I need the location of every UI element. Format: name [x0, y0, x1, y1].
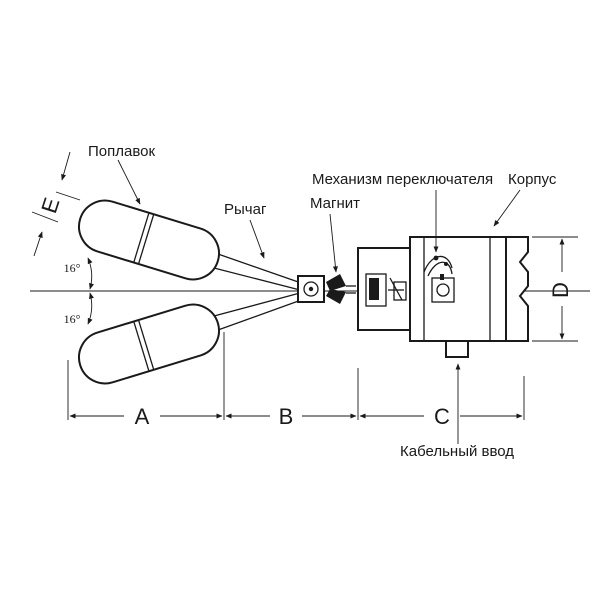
- leader-magnet: [329, 213, 338, 273]
- dimension-d: D: [548, 238, 573, 340]
- leader-housing: [493, 189, 521, 227]
- label-cable-entry: Кабельный ввод: [400, 443, 514, 460]
- dimension-c: C: [359, 404, 523, 429]
- lower-float: [78, 303, 220, 385]
- dimension-a: A: [69, 404, 223, 429]
- dimension-b-label: B: [279, 404, 294, 429]
- label-housing: Корпус: [508, 171, 557, 188]
- dimension-c-label: C: [434, 404, 450, 429]
- cable-entry-gland: [445, 340, 469, 358]
- upper-float: [78, 199, 220, 281]
- angle-lower-label: 16°: [64, 312, 81, 326]
- dimension-e-label: E: [36, 195, 64, 217]
- leader-float: [117, 159, 141, 205]
- label-switch-mechanism: Механизм переключателя: [312, 171, 493, 188]
- angle-marks: 16° 16°: [64, 257, 94, 326]
- angle-upper-label: 16°: [64, 261, 81, 275]
- leader-lever: [249, 219, 265, 259]
- dimension-e: E: [31, 151, 81, 257]
- dimension-b: B: [225, 404, 357, 429]
- upper-lever: [213, 253, 305, 291]
- label-magnet: Магнит: [310, 195, 360, 212]
- dimension-a-label: A: [135, 404, 150, 429]
- pivot-assembly: [297, 274, 356, 304]
- dimension-d-label: D: [548, 282, 573, 298]
- lower-lever: [213, 292, 305, 331]
- housing: [409, 236, 529, 342]
- label-lever: Рычаг: [224, 201, 267, 218]
- label-float: Поплавок: [88, 143, 155, 160]
- magnet-block: [357, 247, 411, 331]
